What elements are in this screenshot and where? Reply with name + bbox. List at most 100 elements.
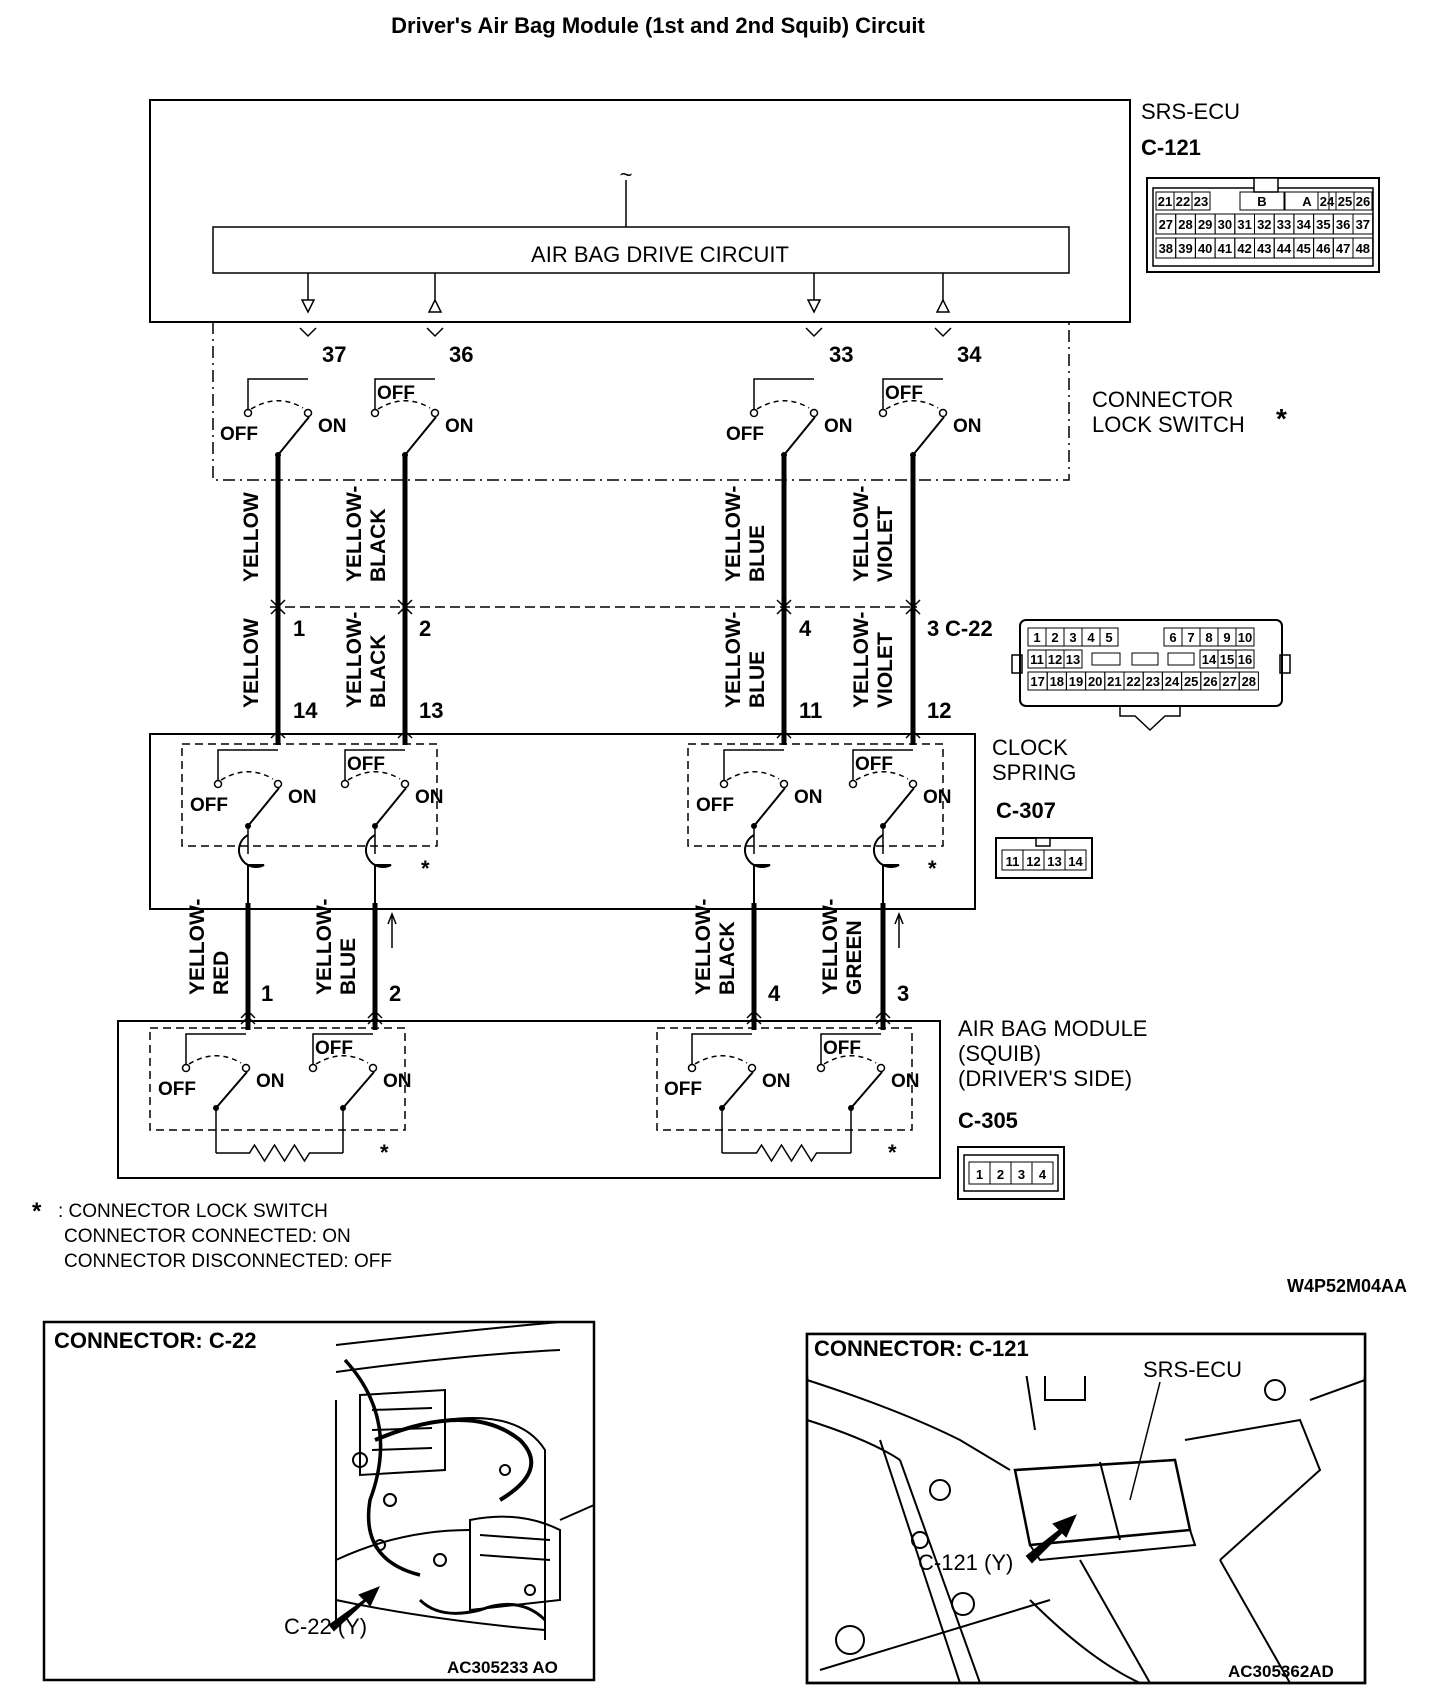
switch-pivot <box>340 1105 346 1111</box>
switch-travel <box>250 400 304 410</box>
inset-connector-c121: CONNECTOR: C-121 SRS-ECU C-121 (Y) AC305… <box>805 1332 1367 1685</box>
c121-pin-label: 45 <box>1296 241 1310 256</box>
wire-color-text: BLUE <box>746 651 769 708</box>
wire-color-label: YELLOW-RED <box>186 899 233 995</box>
off-bridge <box>691 1033 752 1065</box>
c22-pin-label: 28 <box>1242 674 1256 689</box>
c121-pin <box>1239 191 1285 211</box>
c22-pin-label: 12 <box>1048 652 1062 667</box>
wire-color-text: YELLOW- <box>722 612 745 708</box>
squib-resistors: ** <box>216 1140 897 1165</box>
inset-right-ecu-label: SRS-ECU <box>1143 1357 1242 1382</box>
connector-mark <box>905 729 921 739</box>
on-contact <box>747 1063 757 1073</box>
c305-pin-label: 1 <box>976 1167 983 1182</box>
air-bag-drive-circuit <box>212 226 1070 274</box>
wire-color-label: YELLOW-VIOLET <box>850 612 897 708</box>
inset-connector-c22: CONNECTOR: C-22 C-22 (Y) AC305233 AO <box>42 1320 596 1682</box>
c121-pin-label: 21 <box>1158 194 1172 209</box>
wire-color-text: YELLOW- <box>819 899 842 995</box>
wire-color-label: YELLOW <box>240 618 263 708</box>
air-bag-module-label-1: AIR BAG MODULE <box>958 1016 1147 1041</box>
c121-pin-label: 39 <box>1178 241 1192 256</box>
wire-color-text: RED <box>210 951 233 995</box>
wire-color-text: BLACK <box>367 635 390 709</box>
inset-left-callout: C-22 (Y) <box>284 1614 367 1639</box>
wire-color-label: YELLOW-BLUE <box>722 612 769 708</box>
c22-pin-label: 6 <box>1169 630 1176 645</box>
c22-pin-label: 25 <box>1184 674 1198 689</box>
switch-blade <box>342 1071 375 1109</box>
off-label: OFF <box>885 383 923 404</box>
c121-pin-label: 36 <box>1336 217 1350 232</box>
wire-color-text: YELLOW- <box>850 612 873 708</box>
ecu-leader-line <box>1129 1381 1161 1501</box>
c22-pin <box>1063 649 1083 669</box>
on-label: ON <box>891 1071 920 1092</box>
c121-pin-label: 29 <box>1198 217 1212 232</box>
c121-pin-label: 27 <box>1159 217 1173 232</box>
on-label: ON <box>953 416 982 437</box>
c22-pin-label: 24 <box>1165 674 1180 689</box>
wire-color-text: YELLOW <box>240 618 263 708</box>
squib-resistor <box>722 1143 851 1163</box>
off-contact <box>719 779 729 789</box>
on-contact <box>809 408 819 418</box>
c22-pin-label: 18 <box>1050 674 1064 689</box>
on-contact <box>273 779 283 789</box>
switch-pivot <box>848 1105 854 1111</box>
terminal-mark <box>426 327 444 338</box>
c121-pin-label: 41 <box>1218 241 1232 256</box>
switch-blade <box>721 1071 754 1109</box>
off-contact <box>878 408 888 418</box>
switch-travel <box>220 771 274 781</box>
on-label: ON <box>415 787 444 808</box>
c121-pin-label: 40 <box>1198 241 1212 256</box>
drive-circuit-label: AIR BAG DRIVE CIRCUIT <box>531 242 789 267</box>
wire-color-text: YELLOW- <box>343 486 366 582</box>
c121-pin-label: 30 <box>1218 217 1232 232</box>
wire-color-label: YELLOW-BLACK <box>343 612 390 708</box>
c22-terminal-3: 3 <box>927 616 939 641</box>
off-bridge <box>723 749 784 781</box>
c22-terminal-11: 11 <box>799 698 822 723</box>
input-arrow <box>427 298 443 313</box>
switch-blade <box>247 787 280 827</box>
c305-pin-label: 3 <box>1018 1167 1025 1182</box>
on-contact <box>368 1063 378 1073</box>
c307-pin <box>1064 849 1087 871</box>
switch-pivot <box>751 823 757 829</box>
wire-color-label: YELLOW-GREEN <box>819 899 866 995</box>
c22-terminal-2: 2 <box>419 616 431 641</box>
off-contact <box>340 779 350 789</box>
footnote-asterisk: * <box>32 1198 42 1225</box>
off-bridge <box>185 1033 246 1065</box>
c121-pin-label: 24 <box>1320 194 1335 209</box>
off-bridge <box>312 1033 373 1065</box>
current-arrow-head <box>387 911 397 925</box>
c121-pin <box>1353 191 1373 211</box>
c22-pin <box>1238 671 1259 691</box>
c22-pin-label: 14 <box>1202 652 1217 667</box>
switch-blade <box>277 416 310 456</box>
clock-spring-asterisk: * <box>421 856 430 881</box>
c22-pin <box>1099 627 1119 647</box>
off-bridge <box>344 749 405 781</box>
switch-blade <box>882 787 915 827</box>
terminal-mark <box>934 327 952 338</box>
clock-spring-lock-switch-box <box>687 743 944 847</box>
c22-terminal-14: 14 <box>293 698 318 723</box>
air-bag-lock-switch-box <box>149 1027 406 1131</box>
c121-pin-label: 22 <box>1176 194 1190 209</box>
connector-lock-switch-box <box>212 321 1070 481</box>
inset-right-title: CONNECTOR: C-121 <box>814 1336 1029 1361</box>
c307-pin-label: 11 <box>1006 854 1020 869</box>
c121-pin <box>1191 191 1211 211</box>
clock-spring-coil <box>873 834 900 903</box>
c22-callout-arrow <box>328 1586 380 1632</box>
c121-pin-label: 38 <box>1159 241 1173 256</box>
switch-travel <box>855 771 909 781</box>
